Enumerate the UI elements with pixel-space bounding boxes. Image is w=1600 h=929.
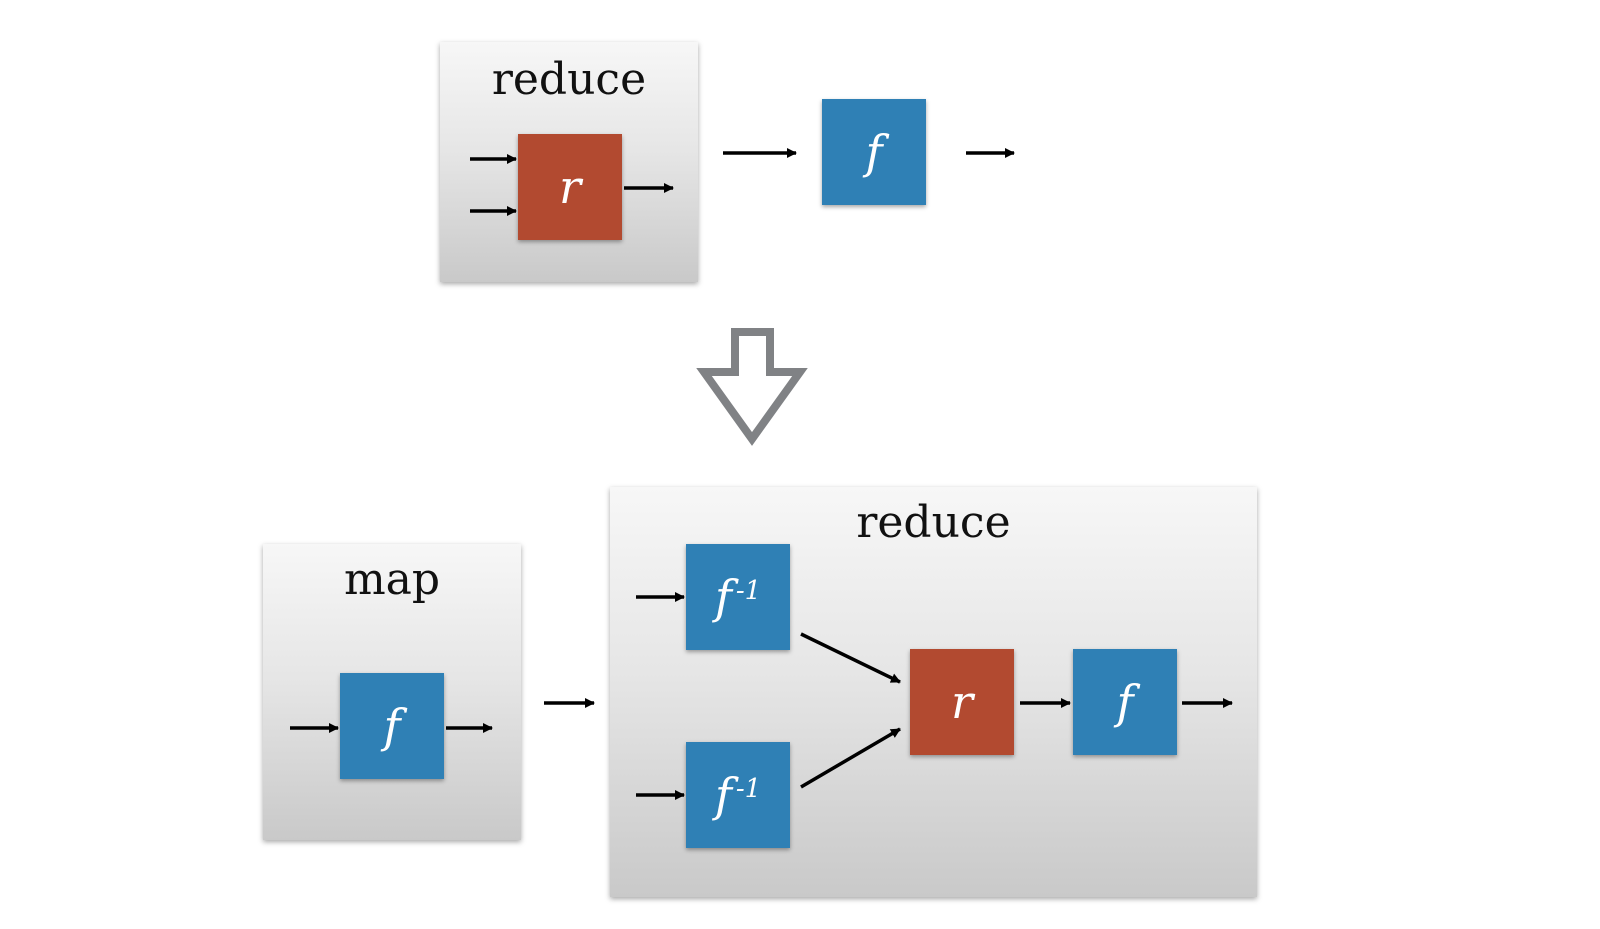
top-r-symbol: r: [559, 160, 581, 214]
inverse-f-symbol-top: f: [714, 570, 732, 624]
inverse-top-to-r-arrow: [800, 632, 901, 684]
map-f-block: f: [340, 673, 444, 779]
inverse-f-block-bottom: f-1: [686, 742, 790, 848]
top-f-symbol: f: [865, 125, 883, 179]
inverse-bottom-to-r-arrow: [800, 727, 901, 789]
top-f-block: f: [822, 99, 926, 205]
top-reduce-title: reduce: [491, 54, 647, 105]
inverse-exponent-bottom: -1: [735, 774, 762, 804]
inverse-exponent-top: -1: [735, 576, 762, 606]
inverse-f-block-top: f-1: [686, 544, 790, 650]
top-reduce-panel: reduce: [440, 42, 698, 282]
combiner-r-symbol: r: [951, 675, 973, 729]
finalizer-f-block: f: [1073, 649, 1177, 755]
bottom-reduce-title: reduce: [856, 497, 1011, 548]
map-title: map: [343, 554, 441, 605]
finalizer-f-symbol: f: [1116, 675, 1134, 729]
inverse-f-symbol-bottom: f: [714, 768, 732, 822]
map-f-symbol: f: [383, 699, 401, 753]
combiner-r-block: r: [910, 649, 1014, 755]
hollow-down-arrow-icon: [696, 328, 808, 446]
top-r-block: r: [518, 134, 622, 240]
